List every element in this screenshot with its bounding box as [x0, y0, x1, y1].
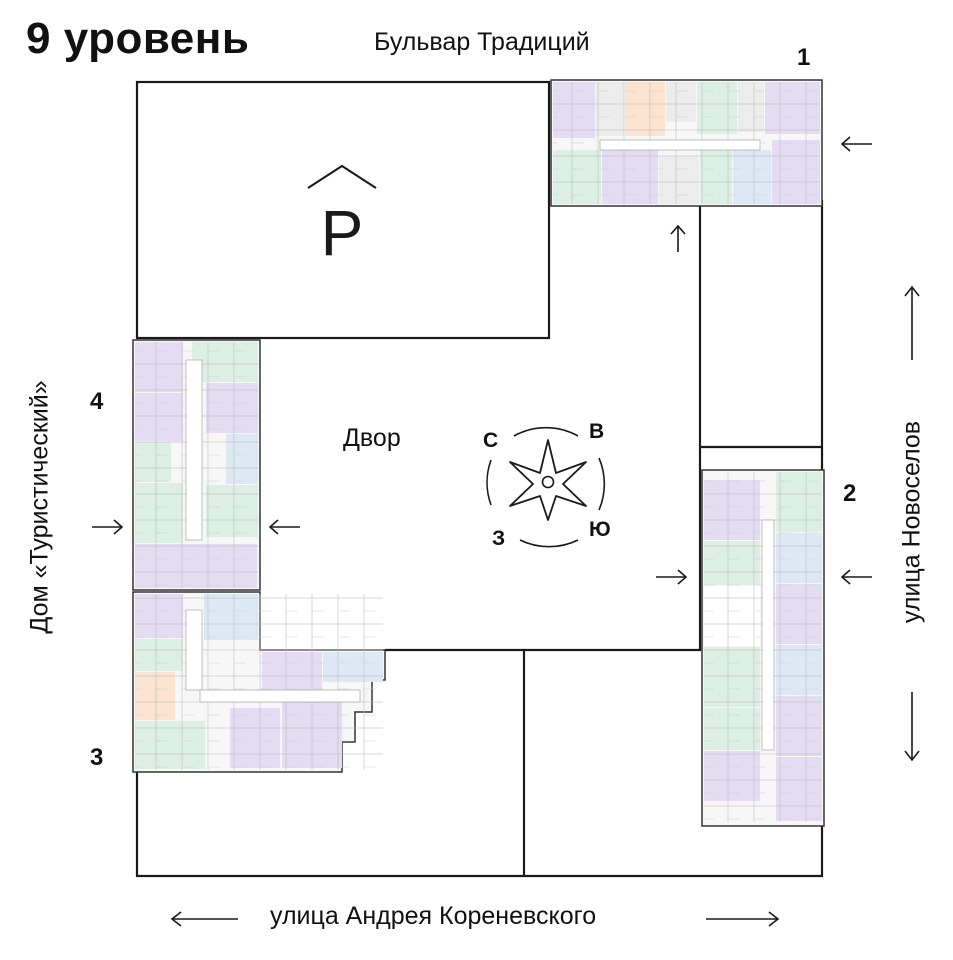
section-number-1: 1 [797, 44, 811, 71]
compass-south-label: Ю [589, 518, 611, 541]
compass-west-label: З [492, 527, 506, 550]
compass-north-label: С [483, 429, 499, 452]
parking-icon [307, 164, 377, 189]
compass-rose-icon [486, 426, 606, 548]
section-3-floorplan [132, 591, 386, 773]
street-label-top: Бульвар Традиций [374, 28, 590, 56]
site-outline [135, 80, 824, 878]
section-number-4: 4 [90, 388, 104, 415]
section-1-floorplan [550, 79, 823, 207]
section-4-floorplan [132, 339, 261, 591]
parking-lot [135, 80, 551, 340]
page-title: 9 уровень [26, 14, 250, 63]
section-2-floorplan [701, 469, 825, 827]
courtyard-label: Двор [343, 424, 401, 452]
direction-arrow-icon [170, 285, 920, 927]
street-label-bottom: улица Андрея Кореневского [270, 902, 597, 930]
section-number-3: 3 [90, 744, 104, 771]
entrance-arrow-icon [92, 136, 872, 585]
parking-label: P [321, 197, 364, 269]
compass-east-label: В [589, 420, 605, 443]
section-number-2: 2 [843, 480, 857, 507]
